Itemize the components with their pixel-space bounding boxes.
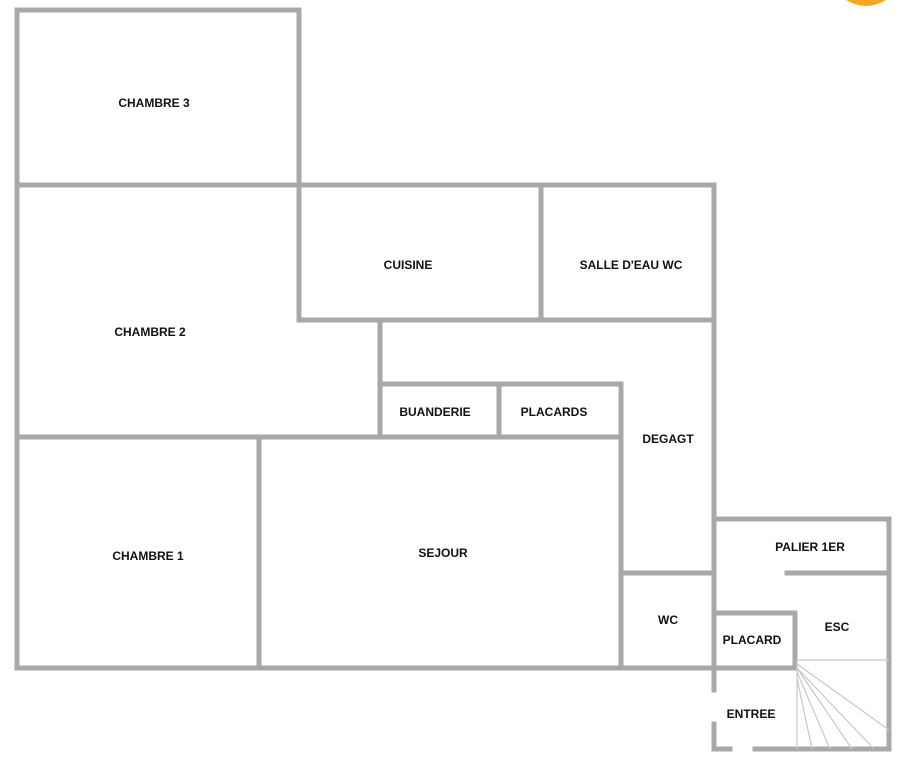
room-label-chambre-3: CHAMBRE 3 [118,96,190,110]
room-label-chambre-1: CHAMBRE 1 [112,549,184,563]
room-label-sejour: SEJOUR [418,546,468,560]
logo-fragment [846,0,886,6]
walls [14,7,892,752]
room-label-entree: ENTREE [727,707,776,721]
room-label-esc: ESC [825,620,850,634]
room-label-cuisine: CUISINE [384,258,433,272]
room-label-placard: PLACARD [723,633,782,647]
room-label-wc: WC [658,613,678,627]
room-label-salle-eau-wc: SALLE D'EAU WC [580,258,683,272]
staircase-lines [796,659,890,750]
room-label-palier-1er: PALIER 1ER [775,540,845,554]
room-label-degagt: DEGAGT [642,432,694,446]
room-label-placards: PLACARDS [521,405,588,419]
room-label-buanderie: BUANDERIE [399,405,470,419]
room-label-chambre-2: CHAMBRE 2 [114,325,186,339]
